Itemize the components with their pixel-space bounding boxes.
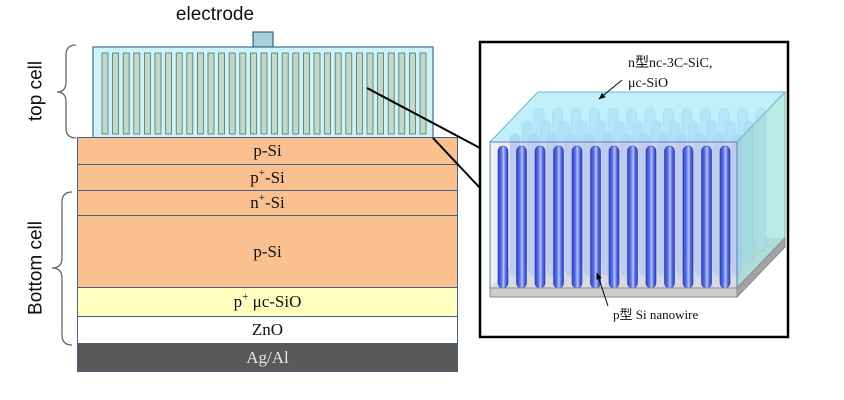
si-nanowire	[571, 145, 583, 289]
si-nanowire	[534, 145, 546, 289]
substrate-front-face	[489, 287, 738, 298]
layer-label: n+-Si	[250, 193, 285, 213]
si-nanowire	[553, 145, 564, 289]
top-cell-nanowire	[101, 52, 109, 135]
electrode-label: electrode	[176, 4, 254, 25]
electrode-pad	[252, 31, 274, 48]
layer-label-superscript: +	[258, 166, 265, 179]
top-cell-nanowire	[133, 52, 141, 135]
layer-label: ZnO	[252, 320, 283, 340]
top-cell-nanowire	[313, 52, 321, 135]
layer-label: Ag/Al	[246, 348, 289, 368]
zoom-inset: n型nc-3C-SiC, μc-SiO p型 Si nanowire	[478, 40, 790, 339]
top-cell-nanowire	[196, 52, 204, 135]
si-nanowire	[497, 145, 509, 289]
substrate-side-face	[736, 236, 786, 299]
si-nanowire	[627, 145, 638, 289]
layer-n-plus-si: n+-Si	[78, 190, 457, 215]
layer-label-text: p	[233, 292, 243, 311]
si-nanowire	[645, 145, 657, 289]
top-cell-nanowire	[207, 52, 215, 135]
layer-label-superscript: +	[242, 291, 249, 303]
layer-label-text: p-Si	[253, 141, 282, 160]
layer-p-plus-si: p+-Si	[78, 164, 457, 190]
matrix-label-line2: μc-SiO	[628, 76, 668, 91]
top-cell-nanowire	[271, 52, 279, 135]
layer-label: p+-Si	[250, 166, 285, 188]
top-cell-nanowire	[281, 52, 289, 135]
nanowire-label-arrow	[596, 272, 609, 307]
top-cell-nanowire	[228, 52, 236, 135]
layer-zno: ZnO	[78, 316, 457, 343]
si-nanowire	[701, 145, 712, 289]
nanowire-block-3d	[488, 90, 787, 299]
top-cell-nanowire	[122, 52, 130, 135]
layer-stack: p-Si p+-Si n+-Si p-Si p+ μc-SiO ZnO Ag/A…	[77, 137, 458, 372]
nanowire-front-row	[497, 145, 731, 289]
top-cell-nanowire-array	[101, 52, 427, 135]
top-cell-nanowire	[143, 52, 151, 135]
top-cell-nanowire	[398, 52, 406, 135]
layer-label-text: p-Si	[253, 241, 282, 261]
top-cell-nanowire	[419, 52, 427, 135]
layer-p-si-upper: p-Si	[78, 138, 457, 164]
top-cell-nanowire	[239, 52, 247, 135]
matrix-label-arrow	[598, 79, 623, 100]
top-cell-nanowire	[324, 52, 332, 135]
layer-label: p-Si	[253, 141, 281, 161]
layer-label-suffix: -Si	[264, 167, 285, 187]
si-nanowire	[608, 145, 620, 289]
si-nanowire	[682, 145, 694, 289]
top-cell-nanowire	[408, 52, 416, 135]
layer-label-text: Ag/Al	[246, 347, 289, 367]
layer-label-suffix: -Si	[264, 193, 285, 212]
layer-label-text: p	[250, 167, 259, 187]
matrix-label-line1: n型nc-3C-SiC,	[628, 55, 712, 71]
layer-p-plus-uc-sio: p+ μc-SiO	[78, 287, 457, 316]
top-cell-nanowire	[334, 52, 342, 135]
layer-label-suffix: μc-SiO	[248, 292, 302, 311]
si-nanowire	[516, 145, 527, 289]
layer-label: p+ μc-SiO	[234, 292, 302, 312]
layer-label-text: ZnO	[251, 320, 284, 339]
top-cell-nanowire	[292, 52, 300, 135]
top-cell-nanowire	[366, 52, 374, 135]
nanowire-label: p型 Si nanowire	[613, 307, 698, 322]
top-cell-label: top cell	[26, 61, 47, 121]
top-cell-nanowire	[112, 52, 119, 135]
top-cell-nanowire	[165, 52, 173, 135]
top-cell-nanowire	[249, 52, 257, 135]
top-cell-nanowire	[302, 52, 310, 135]
si-nanowire	[590, 145, 601, 289]
top-cell-nanowire	[175, 52, 183, 135]
bottom-cell-brace	[51, 191, 73, 346]
layer-label-superscript: +	[258, 192, 265, 204]
si-nanowire	[719, 145, 731, 289]
top-cell-nanowire	[387, 52, 395, 135]
layer-ag-al: Ag/Al	[78, 343, 457, 371]
layer-p-si-lower: p-Si	[78, 215, 457, 287]
top-cell-nanowire	[186, 52, 194, 135]
layer-label-text: n	[250, 193, 259, 212]
layer-label: p-Si	[253, 242, 281, 262]
bottom-cell-label: Bottom cell	[26, 221, 47, 315]
top-cell-nanowire	[154, 52, 162, 135]
top-cell-nanowire	[345, 52, 353, 135]
top-cell-nanowire	[355, 52, 363, 135]
top-cell-nanowire	[218, 52, 226, 135]
top-cell-nanowire	[260, 52, 268, 135]
si-nanowire	[664, 145, 675, 289]
top-cell-nanowire	[377, 52, 385, 135]
matrix-top-face	[488, 91, 787, 143]
top-cell-brace	[56, 44, 77, 139]
